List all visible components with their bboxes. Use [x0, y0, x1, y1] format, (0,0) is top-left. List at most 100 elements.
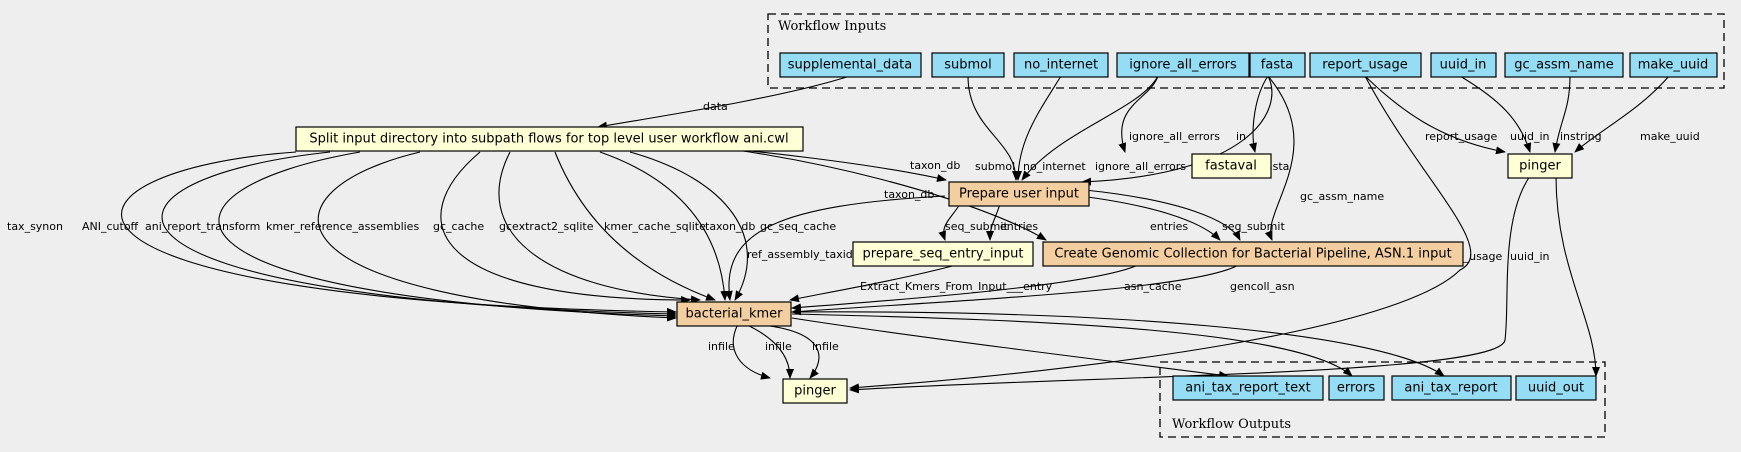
step-bacterial-kmer-label: bacterial_kmer: [685, 307, 783, 322]
edge-label-ignore-errors-a: ignore_all_errors: [1095, 160, 1186, 173]
edge-label-infile-a: infile: [708, 340, 735, 353]
edge-label-in: in: [1236, 130, 1246, 143]
output-errors[interactable]: errors: [1328, 375, 1385, 401]
edge-label-ref-assembly-taxid: ref_assembly_taxid: [747, 248, 853, 261]
input-fasta-label: fasta: [1261, 58, 1293, 73]
input-submol[interactable]: submol: [931, 52, 1005, 78]
edge-label-uuid-in-b: uuid_in: [1510, 250, 1550, 263]
edge-label-entries-a: entries: [1000, 220, 1038, 233]
edge-infile-b: [744, 323, 794, 379]
edge-infile-c: [751, 323, 820, 379]
edge-label-taxon-db-b: taxon_db: [884, 188, 934, 201]
edge-ani-report-transform: [218, 151, 677, 320]
edge-label-infile-c: infile: [812, 340, 839, 353]
edge-label-uuid-in-a: uuid_in: [1510, 130, 1550, 143]
edge-fasta-fastaval: [1249, 75, 1269, 153]
edge-prepare-entries-a: [986, 203, 1001, 241]
step-pinger-top[interactable]: pinger: [1507, 153, 1573, 179]
step-fastaval-label: fastaval: [1205, 159, 1257, 174]
step-prepare-user-input-label: Prepare user input: [959, 187, 1079, 202]
edge-supplemental-data: [597, 75, 851, 130]
input-no-internet[interactable]: no_internet: [1013, 52, 1109, 78]
edge-prepare-entries-b: [1079, 195, 1221, 241]
edge-label-asn-cache: asn_cache: [1124, 280, 1182, 293]
output-ani-tax-report-text[interactable]: ani_tax_report_text: [1172, 375, 1324, 401]
edge-label-taxon-db-c: taxon_db: [705, 220, 755, 233]
step-pinger-bottom[interactable]: pinger: [782, 378, 848, 404]
input-gc-assm-name[interactable]: gc_assm_name: [1504, 52, 1624, 78]
step-fastaval[interactable]: fastaval: [1191, 153, 1272, 179]
input-report-usage-label: report_usage: [1322, 58, 1407, 73]
output-uuid-out-label: uuid_out: [1528, 381, 1584, 396]
edge-fasta-prepare: [1081, 75, 1273, 186]
input-make-uuid-label: make_uuid: [1638, 58, 1709, 73]
edge-prepare-seq-submit-b: [1084, 189, 1241, 241]
edge-fasta-create: [1264, 75, 1295, 241]
input-supplemental-data[interactable]: supplemental_data: [779, 52, 922, 78]
input-ignore-all-errors[interactable]: ignore_all_errors: [1116, 52, 1250, 78]
edge-label-gc-seq-cache: gc_seq_cache: [760, 220, 836, 233]
edge-label-data: data: [703, 100, 728, 113]
input-uuid-in[interactable]: uuid_in: [1430, 52, 1497, 78]
edge-uuid-in-pinger: [1459, 75, 1532, 153]
edge-gencoll-asn: [791, 263, 1241, 316]
workflow-inputs-title: Workflow Inputs: [778, 19, 886, 34]
edge-gc-seq-cache: [629, 151, 748, 301]
edge-label-gc-cache: gc_cache: [433, 220, 484, 233]
input-make-uuid[interactable]: make_uuid: [1629, 52, 1718, 78]
output-ani-tax-report[interactable]: ani_tax_report: [1391, 375, 1512, 401]
output-uuid-out[interactable]: uuid_out: [1515, 375, 1597, 401]
edge-label-instring: instring: [1560, 130, 1602, 143]
edge-kmer-errors: [791, 313, 1353, 377]
edge-taxon-db-kmer: [599, 151, 729, 301]
input-fasta[interactable]: fasta: [1249, 52, 1306, 78]
edge-gcextract2-sqlite: [498, 151, 701, 304]
edge-ani-cutoff: [161, 151, 677, 318]
edge-gc-cache: [440, 151, 691, 304]
input-gc-assm-name-label: gc_assm_name: [1514, 58, 1613, 73]
edge-kmer-ani-tax-report-text: [791, 317, 1229, 379]
output-ani-tax-report-label: ani_tax_report: [1404, 381, 1497, 396]
input-ignore-all-errors-label: ignore_all_errors: [1129, 58, 1237, 73]
step-prepare-seq-entry-input[interactable]: prepare_seq_entry_input: [852, 241, 1034, 267]
edge-label-extract-kmers: Extract_Kmers_From_Input___entry: [860, 280, 1053, 293]
edge-label-seq-submit-b: seq_submit: [1222, 220, 1285, 233]
edge-label-report-usage-a: report_usage: [1425, 130, 1498, 143]
edge-submol: [967, 75, 1020, 181]
edge-label-gencoll-asn: gencoll_asn: [1230, 280, 1295, 293]
edge-label-no-internet: no_internet: [1023, 160, 1086, 173]
edge-pinger-uuid-in-bottom: [849, 175, 1531, 394]
edge-ignore-errors-fastaval: [1118, 75, 1159, 153]
step-split-input-directory[interactable]: Split input directory into subpath flows…: [295, 126, 804, 152]
step-bacterial-kmer[interactable]: bacterial_kmer: [676, 301, 792, 327]
step-pinger-top-label: pinger: [1519, 159, 1561, 174]
edge-label-ani-cutoff: ANI_cutoff: [82, 220, 139, 233]
edge-label-ignore-errors-b: ignore_all_errors: [1129, 130, 1220, 143]
edge-label-infile-b: infile: [765, 340, 792, 353]
edge-label-kmer-reference-assemblies: kmer_reference_assemblies: [266, 220, 419, 233]
edge-gc-assm-name-pinger: [1552, 75, 1571, 153]
edge-kmer-reference-assemblies: [317, 151, 677, 322]
edge-make-uuid-pinger: [1574, 75, 1670, 153]
edges: [121, 75, 1670, 394]
edge-label-make-uuid: make_uuid: [1640, 130, 1700, 143]
input-no-internet-label: no_internet: [1024, 58, 1098, 73]
output-ani-tax-report-text-label: ani_tax_report_text: [1185, 381, 1310, 396]
edge-infile-a: [732, 323, 771, 380]
step-prepare-seq-entry-input-label: prepare_seq_entry_input: [863, 247, 1024, 262]
edge-report-usage-pinger-bottom: [849, 75, 1472, 392]
input-submol-label: submol: [944, 58, 992, 73]
edge-pinger-uuid-out: [1555, 175, 1600, 377]
edge-report-usage-pinger-top: [1364, 75, 1506, 155]
edge-extract-kmers: [789, 263, 961, 303]
output-errors-label: errors: [1337, 381, 1375, 396]
step-create-genomic-collection[interactable]: Create Genomic Collection for Bacterial …: [1042, 241, 1464, 267]
edge-label-entries-b: entries: [1150, 220, 1188, 233]
edge-label-kmer-cache-sqlite: kmer_cache_sqlite: [604, 220, 706, 233]
edge-label-seq-submit-a: seq_submit: [945, 220, 1008, 233]
edge-prepare-seq-submit-a: [938, 203, 961, 241]
edge-label-gcextract2-sqlite: gcextract2_sqlite: [499, 220, 594, 233]
input-report-usage[interactable]: report_usage: [1309, 52, 1422, 78]
step-prepare-user-input[interactable]: Prepare user input: [948, 181, 1090, 207]
